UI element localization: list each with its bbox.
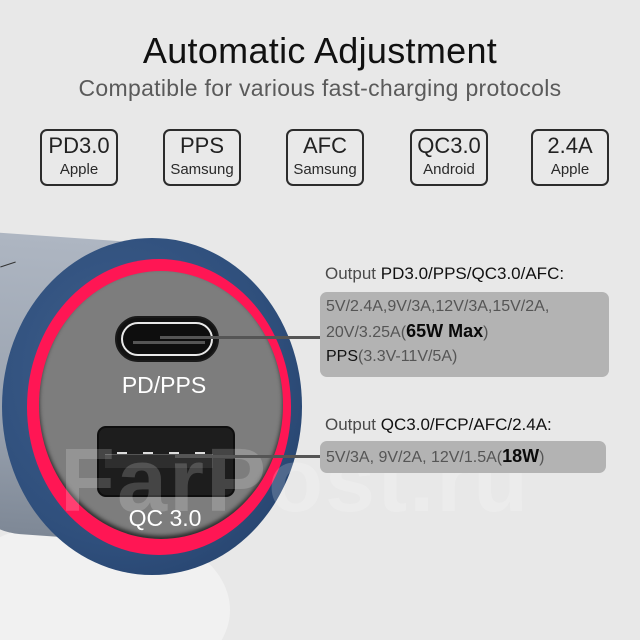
protocol-brand: Apple <box>59 161 99 178</box>
spec-protocols: QC3.0/FCP/AFC/2.4A: <box>380 415 552 434</box>
usb-c-label: PD/PPS <box>121 372 207 398</box>
spec-output-prefix: Output <box>325 415 377 434</box>
spec-line: 20V/3.25A(65W Max) <box>326 319 603 345</box>
spec-protocols: PD3.0/PPS/QC3.0/AFC: <box>380 264 565 283</box>
protocol-badge-afc: AFC Samsung <box>286 129 364 186</box>
usb-c-spec-heading: Output PD3.0/PPS/QC3.0/AFC: <box>325 264 564 284</box>
usb-a-port <box>97 426 235 497</box>
spec-max-power: 65W Max <box>406 321 484 341</box>
usb-a-pin <box>143 452 153 454</box>
usb-c-spec-box: 5V/2.4A,9V/3A,12V/3A,15V/2A, 20V/3.25A(6… <box>320 292 609 377</box>
spec-output-prefix: Output <box>325 264 377 283</box>
protocol-badge-qc30: QC3.0 Android <box>410 129 488 186</box>
protocol-badge-24a: 2.4A Apple <box>531 129 609 186</box>
usb-a-label: QC 3.0 <box>128 505 202 531</box>
protocol-badge-pd30: PD3.0 Apple <box>40 129 118 186</box>
usb-a-leader-line <box>175 455 320 458</box>
usb-a-pin <box>169 452 179 454</box>
protocol-name: AFC <box>303 133 347 158</box>
usb-a-spec-heading: Output QC3.0/FCP/AFC/2.4A: <box>325 415 552 435</box>
protocol-name: 2.4A <box>547 133 593 158</box>
spec-text: 5V/3A, 9V/2A, 12V/1.5A( <box>326 449 503 466</box>
usb-a-spec-box: 5V/3A, 9V/2A, 12V/1.5A(18W) <box>320 441 606 473</box>
page-title: Automatic Adjustment <box>142 30 498 71</box>
usb-a-pin <box>117 452 127 454</box>
protocol-name: PPS <box>179 133 225 158</box>
usb-c-port <box>115 316 219 362</box>
spec-text: 20V/3.25A( <box>326 324 407 341</box>
spec-text: (3.3V-11V/5A) <box>358 348 458 365</box>
protocol-brand: Samsung <box>170 161 234 178</box>
protocol-badge-pps: PPS Samsung <box>163 129 241 186</box>
spec-line: 5V/3A, 9V/2A, 12V/1.5A(18W) <box>326 444 600 470</box>
usb-a-pin <box>195 452 205 454</box>
protocol-brand: Android <box>423 161 475 178</box>
spec-text: ) <box>539 449 545 466</box>
usb-c-tongue <box>133 341 205 344</box>
usb-c-leader-line <box>160 336 320 339</box>
protocol-brand: Samsung <box>293 161 357 178</box>
protocol-badges: PD3.0 Apple PPS Samsung AFC Samsung QC3.… <box>0 129 640 187</box>
protocol-name: QC3.0 <box>417 133 481 158</box>
usb-c-port-rim <box>121 322 213 356</box>
protocol-brand: Apple <box>550 161 590 178</box>
page-subtitle: Compatible for various fast-charging pro… <box>78 75 562 101</box>
spec-max-power: 18W <box>502 446 540 466</box>
spec-line: 5V/2.4A,9V/3A,12V/3A,15V/2A, <box>326 298 550 315</box>
spec-text: ) <box>483 324 489 341</box>
spec-pps-label: PPS <box>326 348 359 365</box>
protocol-name: PD3.0 <box>48 133 110 158</box>
spec-line: PPS(3.3V-11V/5A) <box>326 345 603 369</box>
